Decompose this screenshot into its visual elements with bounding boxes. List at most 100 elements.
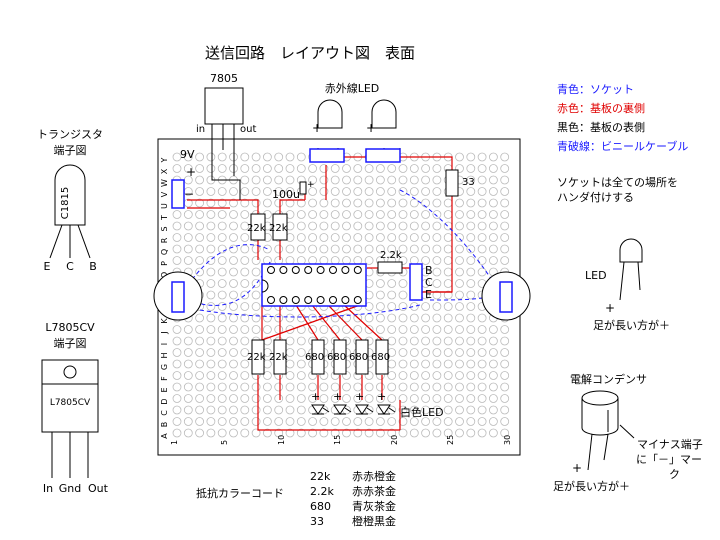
board-hole [342, 233, 351, 242]
board-hole [398, 210, 408, 219]
board-hole [206, 233, 216, 242]
board-hole [432, 302, 442, 311]
board-hole [206, 382, 216, 392]
board-hole [217, 417, 227, 426]
board-hole [183, 382, 193, 392]
board-hole [375, 382, 385, 392]
board-hole [195, 187, 205, 196]
back-wiring [187, 156, 453, 431]
board-hole [308, 417, 318, 426]
board-hole [262, 394, 272, 403]
regulator-label: 7805 [210, 72, 238, 85]
color-code-colors: 赤赤橙金 [352, 469, 396, 483]
board-hole [488, 325, 498, 334]
board-hole [375, 175, 385, 185]
board-hole [240, 256, 250, 265]
board-hole [375, 233, 385, 242]
board-hole [375, 302, 385, 311]
board-hole [308, 221, 318, 231]
board-hole [466, 313, 476, 323]
board-hole [409, 382, 419, 392]
board-hole [353, 198, 363, 208]
board-hole [251, 428, 261, 438]
board-hole [375, 164, 385, 173]
board-hole [217, 359, 227, 369]
board-hole [229, 187, 238, 196]
board-hole [240, 290, 250, 300]
board-hole [251, 405, 261, 415]
board-hole [206, 256, 216, 265]
transistor-pin-e: E [44, 260, 51, 273]
row-label: A [160, 433, 169, 439]
board-hole [488, 256, 498, 265]
board-hole [342, 428, 351, 438]
board-hole [466, 233, 476, 242]
board-hole [330, 417, 340, 426]
board-hole [206, 279, 216, 288]
board-hole [432, 382, 442, 392]
ir-led-plus: + [366, 121, 376, 135]
board-hole [443, 313, 453, 323]
board-hole [206, 313, 216, 323]
board-hole [274, 164, 284, 173]
socket-note-1: ソケットは全ての場所を [557, 175, 678, 189]
board-hole [308, 394, 318, 403]
board-hole [500, 394, 510, 403]
board-hole [466, 221, 476, 231]
board-hole [319, 210, 329, 219]
ic-pin [353, 296, 362, 304]
ic-notch [261, 279, 269, 293]
cap-side-minus-note-2: に「－」マー [636, 453, 702, 466]
board-hole [229, 417, 238, 426]
ic-pin [341, 296, 350, 304]
board-hole [296, 428, 306, 438]
board-hole [375, 325, 385, 334]
board-hole [172, 256, 182, 265]
board-hole [240, 325, 250, 334]
board-hole [466, 417, 476, 426]
resistor-label: 680 [371, 352, 390, 363]
row-label: B [160, 422, 169, 428]
led-side-pin [637, 261, 641, 291]
color-code-value: 22k [310, 470, 331, 483]
board-hole [443, 290, 453, 300]
board-hole [364, 244, 374, 254]
board-hole [229, 302, 238, 311]
board-hole [375, 428, 385, 438]
board-hole [455, 428, 464, 438]
board-hole [477, 313, 487, 323]
board-hole [398, 405, 408, 415]
board-hole [477, 405, 487, 415]
board-hole [319, 428, 329, 438]
board-hole [229, 244, 238, 254]
bce-b: B [425, 264, 433, 277]
board-hole [375, 244, 385, 254]
board-hole [229, 221, 238, 231]
cap-side-minus-note-3: ク [669, 468, 680, 481]
resistor-2-2k [377, 261, 403, 274]
board-hole [195, 405, 205, 415]
board-hole [240, 187, 250, 196]
board-hole [217, 405, 227, 415]
board-hole [330, 244, 340, 254]
board-hole [398, 348, 408, 357]
board-hole [455, 267, 464, 277]
board-hole [308, 164, 318, 173]
board-hole [466, 244, 476, 254]
board-hole [229, 348, 238, 357]
board-hole [353, 221, 363, 231]
board-hole [296, 244, 306, 254]
row-label: P [160, 261, 169, 266]
bce-c: C [425, 276, 433, 289]
cap-side-pin [587, 433, 593, 471]
board-hole [308, 233, 318, 242]
board-hole [183, 210, 193, 219]
board-hole [308, 198, 318, 208]
board-hole [477, 359, 487, 369]
board-hole [432, 210, 442, 219]
board-hole [500, 428, 510, 438]
board-hole [421, 325, 431, 334]
cap-side-pin [603, 433, 609, 461]
board-hole [195, 417, 205, 426]
board-hole [432, 267, 442, 277]
